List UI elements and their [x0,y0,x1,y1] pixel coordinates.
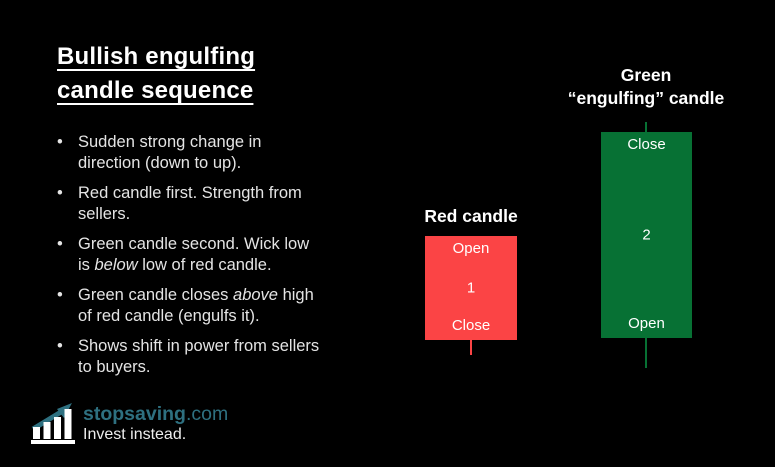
page-title-line2: candle sequence [57,77,254,104]
bullet-list: • Sudden strong change in direction (dow… [57,132,367,387]
bullet-icon: • [57,235,63,253]
red-candle-lower-wick [470,340,472,355]
bullet-text: Green candle closes above high of red ca… [78,286,314,325]
list-item: • Sudden strong change in direction (dow… [57,132,367,174]
bullet-icon: • [57,133,63,151]
bullet-text: Red candle first. Strength from sellers. [78,184,302,223]
list-item: • Red candle first. Strength from seller… [57,183,367,225]
red-candle-title: Red candle [424,206,518,226]
brand-tagline: Invest instead. [83,426,187,443]
bullet-text: Shows shift in power from sellers to buy… [78,337,320,376]
list-item: • Green candle second. Wick low is below… [57,234,367,276]
growth-chart-icon [30,400,76,444]
green-candle-title-line1: Green [620,65,672,85]
green-candle-body: Close 2 Open [601,132,692,338]
bullet-icon: • [57,286,63,304]
red-candle-open-label: Open [452,240,490,257]
red-candle-number: 1 [466,279,476,297]
page-title: Bullish engulfing candle sequence [57,40,255,108]
red-candle-body: Open 1 Close [425,236,517,340]
green-candle-title: Green “engulfing” candle [556,64,736,110]
bullet-text: Sudden strong change in direction (down … [78,133,262,172]
brand-wordmark: stopsaving.com [83,403,228,426]
list-item: • Shows shift in power from sellers to b… [57,336,367,378]
list-item: • Green candle closes above high of red … [57,285,367,327]
page-title-line1: Bullish engulfing [57,43,256,70]
bullet-icon: • [57,337,63,355]
bullet-text: Green candle second. Wick low is below l… [78,235,310,274]
green-candle-open-label: Open [628,315,665,332]
green-candle-upper-wick [645,122,647,132]
brand-domain-suffix: .com [185,403,229,425]
green-candle-title-line2: “engulfing” candle [567,88,725,108]
bullet-icon: • [57,184,63,202]
green-candle-lower-wick [645,338,647,368]
red-candle-close-label: Close [451,317,491,334]
brand-name: stopsaving [83,403,186,425]
green-candle-close-label: Close [627,136,666,153]
green-candle-number: 2 [642,226,651,244]
